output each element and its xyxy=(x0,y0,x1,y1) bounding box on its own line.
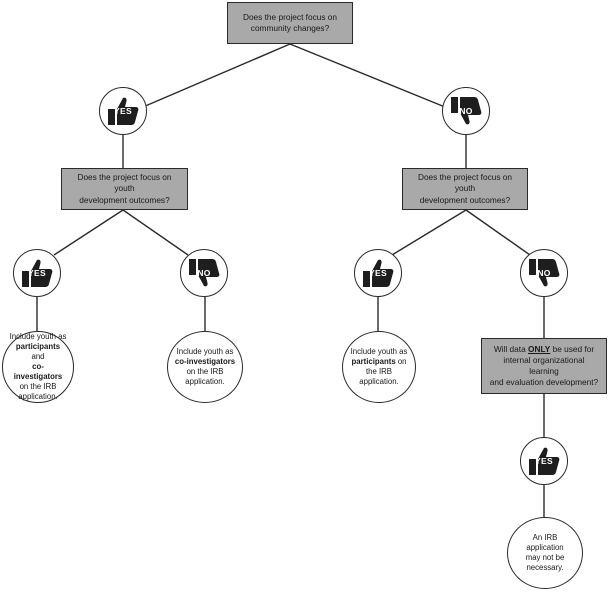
thumbs-up-icon xyxy=(108,97,139,125)
yes-badge-left: YES xyxy=(13,249,61,297)
thumbs-up-icon xyxy=(22,259,53,287)
yes-badge-right: YES xyxy=(354,249,402,297)
emphasis-only: ONLY xyxy=(528,343,551,354)
no-badge-left: NO xyxy=(180,249,228,297)
question-youth-development-right: Does the project focus on youth developm… xyxy=(402,168,528,210)
outcome-coinvestigators: Include youth as co-investigators on the… xyxy=(167,331,243,403)
thumbs-up-icon xyxy=(363,259,394,287)
edge-right-question-to-no xyxy=(465,209,531,256)
thumbs-down-icon xyxy=(529,259,560,287)
edge-root-to-yes xyxy=(142,43,291,108)
question-data-only-internal: Will data ONLY be used for internal orga… xyxy=(481,338,607,394)
outcome-participants: Include youth as participants on the IRB… xyxy=(342,331,416,403)
question-community-changes: Does the project focus on community chan… xyxy=(227,2,353,44)
thumbs-down-icon xyxy=(451,97,482,125)
thumbs-down-icon xyxy=(189,259,220,287)
edge-left-question-to-yes xyxy=(53,209,124,256)
outcome-irb-not-necessary: An IRB application may not be necessary. xyxy=(507,517,583,589)
no-badge-root: NO xyxy=(442,87,490,135)
outcome-participants-and-coinvestigators: Include youth as participants and co-inv… xyxy=(2,331,74,403)
no-badge-right: NO xyxy=(520,249,568,297)
edge-root-to-no xyxy=(289,43,446,108)
edge-right-question-to-yes xyxy=(391,209,467,256)
yes-badge-root: YES xyxy=(99,87,147,135)
yes-badge-data-only: YES xyxy=(520,437,568,485)
thumbs-up-icon xyxy=(529,447,560,475)
edge-left-question-to-no xyxy=(122,209,189,256)
question-youth-development-left: Does the project focus on youth developm… xyxy=(61,168,188,210)
